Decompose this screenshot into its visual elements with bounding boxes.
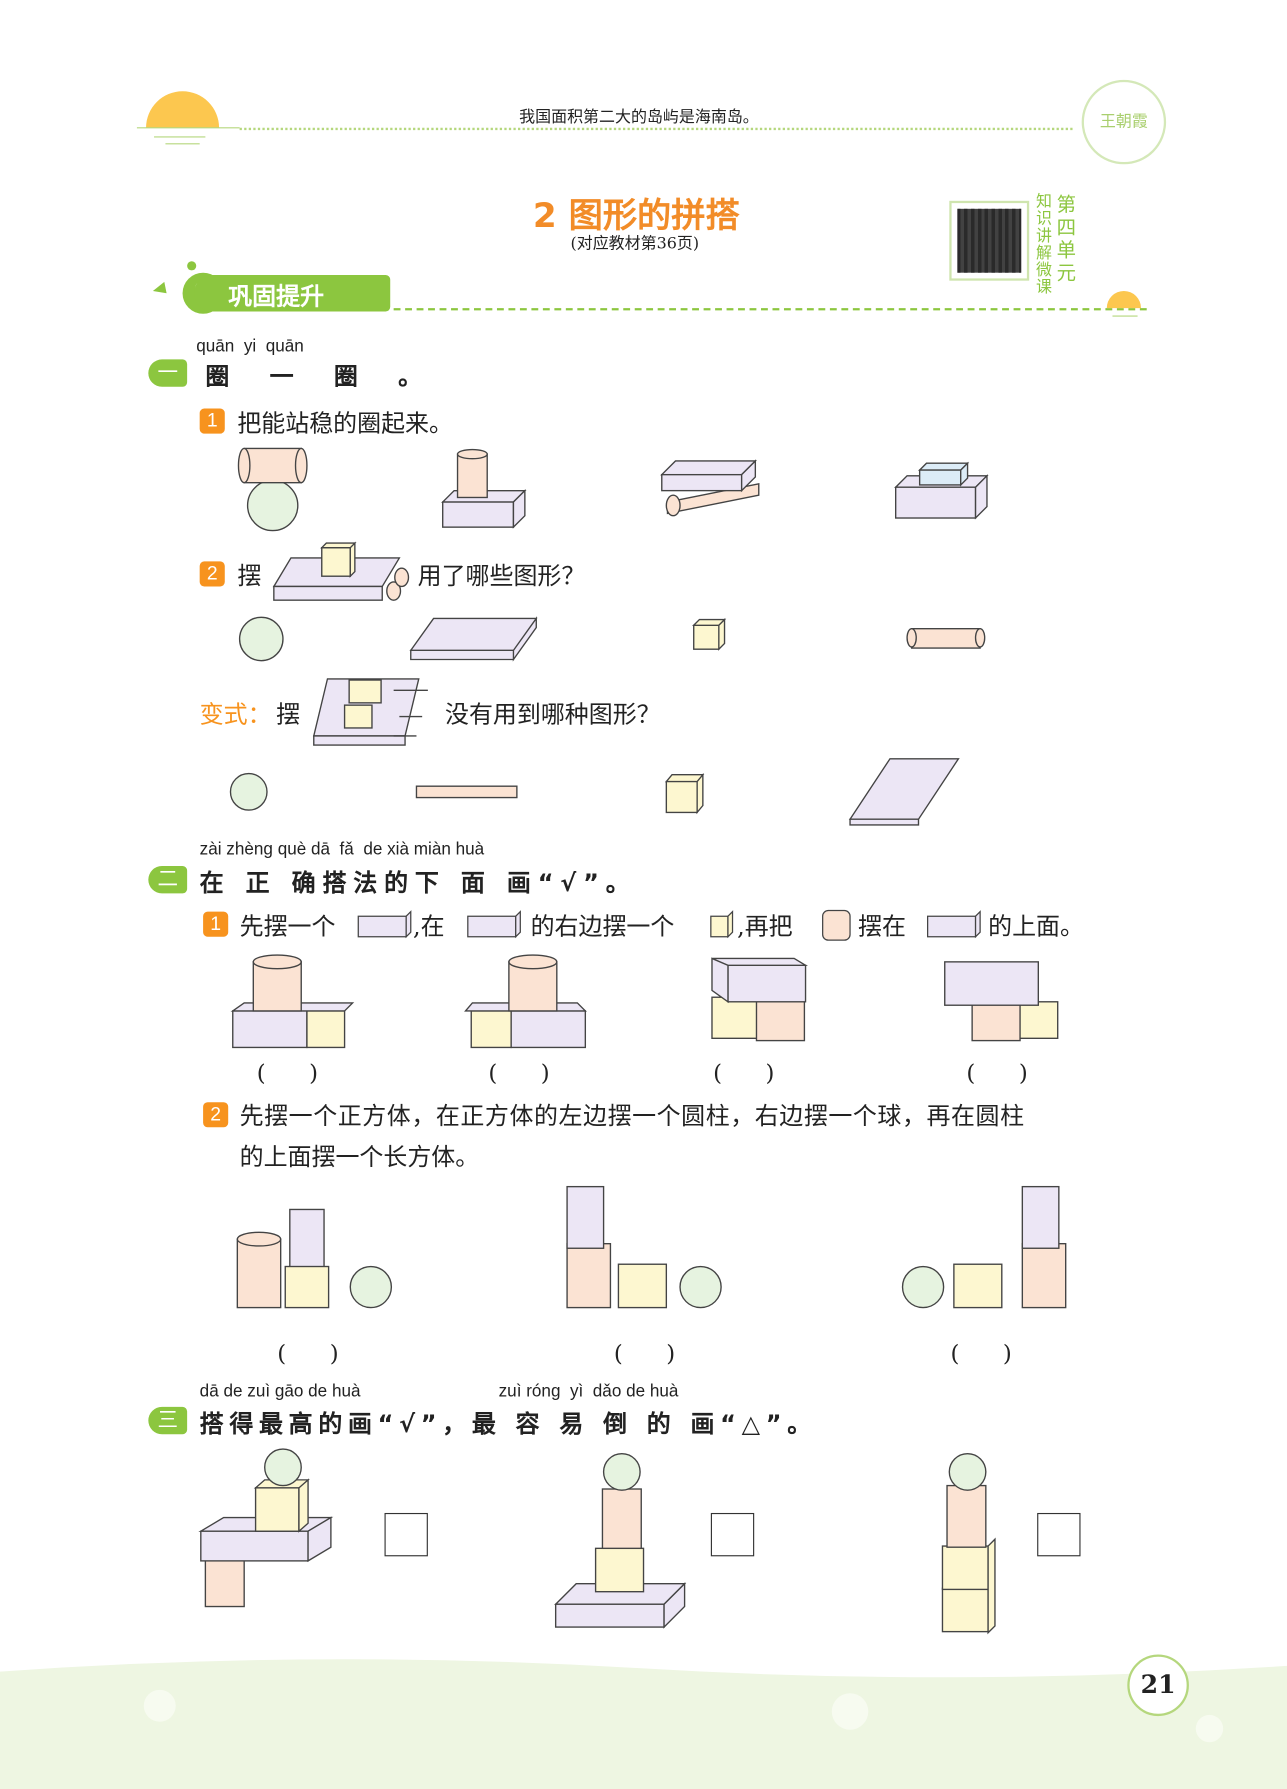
- s2-q1-t3: 的右边摆一个: [530, 912, 675, 941]
- s2q1-option-d: [944, 961, 1059, 1042]
- lesson-number: 2: [532, 196, 557, 237]
- s2-q1-t6: 的上面。: [988, 912, 1084, 941]
- unit-label: 第四单元: [1056, 193, 1076, 286]
- cube-shape: [664, 772, 705, 815]
- page-number: 21: [1140, 1670, 1176, 1701]
- answer-box-1[interactable]: [384, 1512, 428, 1557]
- section2-pinyin: zài zhèng què dā fǎ de xià miàn huà: [199, 839, 485, 860]
- option-cylinder-on-sphere[interactable]: [237, 447, 308, 532]
- section1-title: 圈 一 圈 。: [205, 362, 439, 391]
- s1-q1-badge: 1: [199, 408, 225, 434]
- s2-q1-t4: ,再把: [737, 912, 793, 941]
- logo-text: 王朝霞: [1099, 112, 1148, 132]
- s2-q2-badge: 2: [203, 1102, 229, 1128]
- section3-title: 搭得最高的画“√”，最 容 易 倒 的 画“△”。: [199, 1410, 817, 1438]
- s2-q2-line2: 的上面摆一个长方体。: [239, 1143, 480, 1171]
- sphere-shape: [238, 616, 284, 662]
- publisher-logo: 王朝霞: [1081, 79, 1167, 165]
- textbook-reference: (对应教材第36页): [570, 235, 700, 254]
- s2q2-option-b: [566, 1185, 722, 1309]
- section3-pinyin-1: dā de zuì gāo de huà: [199, 1381, 361, 1402]
- section3-pinyin-2: zuì róng yì dǎo de huà: [498, 1381, 679, 1402]
- rectangular-board-shape: [409, 616, 538, 662]
- section2-badge: 二: [148, 866, 188, 894]
- long-cylinder-shape: [415, 785, 518, 799]
- footer-wave: [0, 1659, 1287, 1789]
- s3-figure-b: [554, 1452, 687, 1629]
- section1-badge: 一: [148, 359, 188, 387]
- s2q1-option-b: [464, 954, 587, 1049]
- s2q1-option-a: [230, 954, 355, 1049]
- section3-badge: 三: [148, 1406, 188, 1435]
- s2-q1-badge: 1: [203, 911, 229, 937]
- answer-box-3[interactable]: [1037, 1512, 1081, 1557]
- s3-figure-a: [198, 1448, 334, 1608]
- qr-label: 知识讲解微课: [1036, 192, 1053, 297]
- small-sun-icon: [1106, 290, 1141, 317]
- s1-q2-post: 用了哪些图形？: [417, 562, 586, 590]
- answer-paren-2[interactable]: ( ): [488, 1058, 550, 1087]
- s3-figure-c: [941, 1452, 996, 1635]
- banner-label: 巩固提升: [228, 282, 325, 311]
- answer-box-2[interactable]: [710, 1512, 755, 1557]
- banner: 巩固提升: [193, 274, 391, 312]
- lesson-title: 2 图形的拼搭: [533, 187, 740, 237]
- page-number-badge: 21: [1127, 1654, 1189, 1717]
- variant-label: 变式：: [199, 700, 272, 728]
- s2-q2-line1: 先摆一个正方体，在正方体的左边摆一个圆柱，右边摆一个球，再在圆柱: [239, 1102, 1025, 1130]
- banner-dashed-line: [393, 308, 1147, 311]
- answer-paren-5[interactable]: ( ): [277, 1339, 339, 1367]
- header-fact: 我国面积第二大的岛屿是海南岛。: [519, 108, 759, 127]
- s2q2-option-c: [901, 1185, 1067, 1309]
- flat-board-shape: [848, 758, 960, 826]
- section2-title: 在 正 确搭法的下 面 画“√”。: [199, 869, 637, 897]
- sun-decoration-icon: [136, 91, 240, 145]
- option-cylinder-on-box[interactable]: [441, 448, 527, 529]
- s1-q2-pre: 摆: [237, 562, 262, 590]
- section1-pinyin: quān yi quān: [196, 336, 304, 356]
- header-dotted-line: [239, 127, 1073, 131]
- s2q1-option-c: [711, 957, 809, 1042]
- qr-code[interactable]: [949, 200, 1030, 281]
- sphere-shape: [229, 772, 268, 811]
- s2q2-option-a: [236, 1208, 393, 1309]
- s2-q1-t1: 先摆一个: [239, 912, 336, 941]
- cube-shape: [692, 617, 727, 651]
- lesson-name: 图形的拼搭: [568, 196, 740, 237]
- answer-paren-1[interactable]: ( ): [256, 1058, 319, 1087]
- option-box-on-cylinder[interactable]: [660, 459, 760, 517]
- answer-paren-6[interactable]: ( ): [613, 1339, 676, 1367]
- s1-q2-badge: 2: [199, 561, 225, 587]
- option-box-on-box[interactable]: [894, 461, 989, 520]
- variant-post: 没有用到哪种图形？: [444, 700, 661, 728]
- s1-q1-text: 把能站稳的圈起来。: [237, 409, 453, 438]
- answer-paren-3[interactable]: ( ): [713, 1058, 775, 1087]
- answer-paren-4[interactable]: ( ): [966, 1058, 1028, 1087]
- answer-paren-7[interactable]: ( ): [950, 1339, 1012, 1367]
- s2-q1-t5: 摆在: [858, 912, 906, 941]
- s2-q1-t2: ,在: [413, 912, 445, 941]
- variant-pre: 摆: [276, 700, 301, 728]
